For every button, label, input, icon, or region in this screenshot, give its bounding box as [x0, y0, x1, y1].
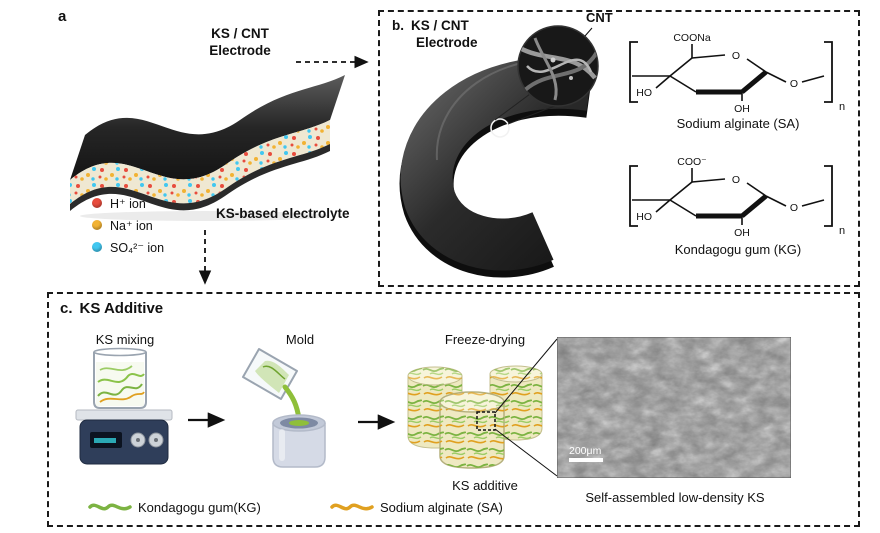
panel-b-title-row: b. KS / CNT: [392, 18, 478, 35]
step-label-mold: Mold: [285, 332, 315, 347]
cnt-label: CNT: [586, 10, 613, 25]
na-ion-label: Na⁺ ion: [110, 218, 153, 233]
ks-additive-label: KS additive: [452, 478, 518, 493]
legend-na-ion: Na⁺ ion: [92, 214, 164, 236]
electrolyte-label: KS-based electrolyte: [216, 206, 350, 221]
so4-ion-dot: [92, 242, 102, 252]
panel-b-title-line2: Electrode: [416, 34, 478, 50]
panel-b-label: b.: [392, 18, 404, 33]
sa-legend-label: Sodium alginate (SA): [380, 500, 503, 515]
panel-a-electrode-title-line2: Electrode: [209, 42, 271, 58]
panel-a-label: a: [58, 8, 67, 25]
electrode-top-surface: [70, 75, 345, 180]
legend-so4-ion: SO₄²⁻ ion: [92, 236, 164, 258]
panel-a-electrode-title: KS / CNT Electrode: [180, 26, 300, 60]
ion-legend: H⁺ ion Na⁺ ion SO₄²⁻ ion: [92, 192, 164, 258]
panel-c-title: c. KS Additive: [60, 300, 163, 317]
panel-c-label: c.: [60, 300, 73, 317]
step-label-freeze-drying: Freeze-drying: [444, 332, 526, 347]
h-ion-dot: [92, 198, 102, 208]
panel-b-title: b. KS / CNT Electrode: [392, 18, 478, 52]
legend-h-ion: H⁺ ion: [92, 192, 164, 214]
na-ion-dot: [92, 220, 102, 230]
step-label-mixing: KS mixing: [95, 332, 155, 347]
so4-ion-label: SO₄²⁻ ion: [110, 240, 165, 255]
sa-caption: Sodium alginate (SA): [676, 116, 800, 131]
panel-b-title-line1: KS / CNT: [411, 18, 469, 33]
panel-c-title-text: KS Additive: [79, 300, 164, 317]
h-ion-label: H⁺ ion: [110, 196, 146, 211]
kg-caption: Kondagogu gum (KG): [674, 242, 802, 257]
kg-legend-label: Kondagogu gum(KG): [138, 500, 261, 515]
sem-caption: Self-assembled low-density KS: [585, 490, 765, 505]
panel-a-electrode-title-line1: KS / CNT: [211, 26, 269, 41]
